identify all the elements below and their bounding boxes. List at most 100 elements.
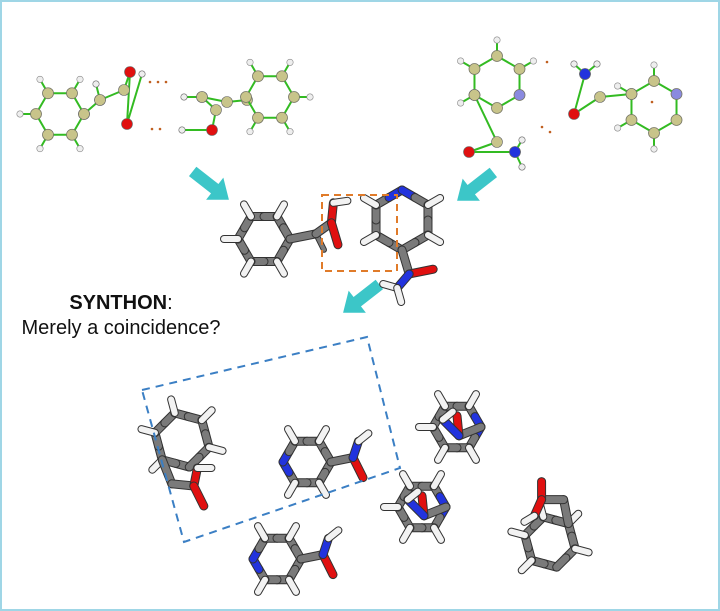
synthon-caption: SYNTHON: Merely a coincidence? (2, 291, 240, 341)
atom (518, 136, 526, 144)
atom (509, 146, 521, 158)
arrow-icon (457, 167, 498, 201)
atom (94, 94, 106, 106)
bond (394, 285, 405, 305)
atom (670, 114, 683, 126)
hbond-dot (156, 80, 160, 84)
atom (124, 66, 136, 78)
atom (288, 91, 300, 103)
bond (360, 195, 380, 208)
hydrogen-atom (286, 128, 294, 136)
atom (491, 136, 503, 148)
bond (330, 197, 351, 206)
atom (648, 127, 660, 139)
caption-title: SYNTHON (69, 292, 168, 314)
bond (126, 73, 143, 125)
bond (168, 396, 178, 416)
atom (513, 89, 526, 101)
arrow-icon (343, 279, 384, 313)
bond (241, 201, 254, 220)
bond (572, 545, 592, 556)
atom (594, 91, 606, 103)
bond (241, 258, 254, 277)
bond (198, 407, 215, 424)
atom (210, 104, 222, 116)
hydrogen-atom (286, 58, 294, 66)
bond (316, 426, 329, 445)
bond (431, 471, 444, 490)
hbond-dot (650, 100, 654, 104)
bond (255, 576, 268, 595)
highlight-boxes (140, 194, 402, 544)
bond (274, 258, 287, 277)
atom (491, 50, 503, 62)
atom (196, 91, 208, 103)
nicotinamide-dimer-ballstick (457, 36, 683, 171)
hydrogen-atom (457, 57, 465, 65)
bond (285, 479, 298, 498)
bond (435, 444, 448, 463)
caption-question: Merely a coincidence? (21, 317, 221, 339)
atom (118, 84, 130, 96)
atom (276, 70, 288, 83)
bond (400, 471, 413, 490)
bond (508, 528, 528, 539)
bond (473, 94, 498, 143)
bond (521, 512, 538, 525)
atom (593, 60, 601, 68)
hydrogen-atom (36, 75, 44, 83)
bond (400, 524, 413, 543)
bond (185, 453, 203, 471)
crystal-packing-model (137, 390, 593, 596)
atom (30, 108, 42, 120)
atom (121, 118, 133, 130)
atom (468, 63, 481, 75)
bond (126, 71, 131, 125)
atom (463, 146, 475, 158)
bond (138, 426, 158, 436)
atom (180, 93, 188, 101)
bond (286, 523, 299, 542)
bond (466, 444, 479, 463)
atom (206, 124, 218, 136)
atom (276, 111, 288, 124)
bond (285, 426, 298, 445)
hydrogen-atom (650, 61, 658, 69)
bond (325, 527, 342, 542)
hbond-dot (540, 125, 544, 129)
bond (404, 488, 421, 503)
bond (424, 195, 444, 208)
hydrogen-atom (457, 99, 465, 107)
atom (568, 108, 580, 120)
bond (286, 576, 299, 595)
atom (252, 70, 264, 83)
bond (190, 482, 208, 510)
bond (424, 232, 444, 245)
atom (92, 80, 100, 88)
atom (66, 128, 78, 141)
bond (316, 479, 329, 498)
hydrogen-atom (16, 110, 24, 118)
hydrogen-atom (76, 75, 84, 83)
hbond-dot (164, 80, 168, 84)
hydrogen-atom (493, 36, 501, 44)
bond (327, 219, 342, 249)
atom (42, 128, 54, 141)
bond (360, 232, 380, 245)
atom (670, 88, 683, 100)
hbond-dot (158, 127, 162, 131)
hbond-dot (148, 80, 152, 84)
hydrogen-atom (246, 58, 254, 66)
arrow-shape (457, 167, 498, 201)
atom (468, 89, 481, 101)
hydrogen-atom (614, 124, 622, 132)
hydrogen-atom (306, 93, 314, 101)
atom (570, 60, 578, 68)
atom (648, 75, 660, 87)
atom (42, 87, 54, 100)
bond (466, 391, 479, 410)
atom (66, 87, 78, 100)
atom (78, 108, 90, 120)
atom (579, 68, 591, 80)
